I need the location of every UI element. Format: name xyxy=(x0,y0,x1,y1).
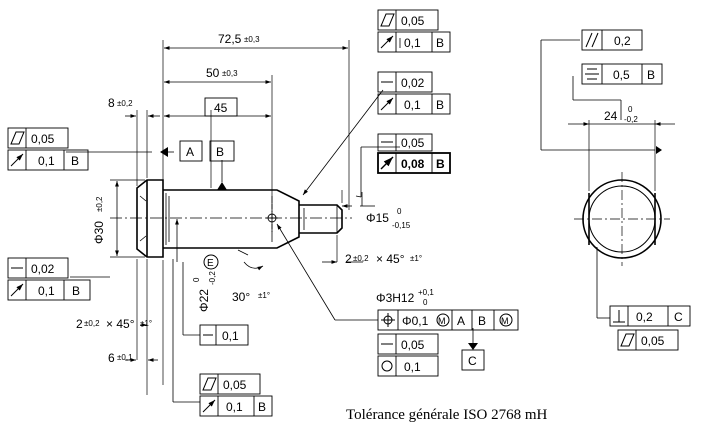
dim-dia-30: Φ30 xyxy=(92,221,106,244)
dim-chamfer-left: 2 xyxy=(76,317,83,331)
fcf-position-m1: M xyxy=(438,316,446,326)
cross-hole xyxy=(266,204,278,232)
fcf-bottom-runout-datum: B xyxy=(258,400,266,414)
fcf-bottom-straight-value: 0,1 xyxy=(222,329,239,343)
dim-dia-15-lower: -0,15 xyxy=(392,221,411,230)
fcf-left2-straight-value: 0,02 xyxy=(31,262,55,276)
fcf-mid-runout-value: 0,1 xyxy=(404,98,421,112)
dim-chamfer-right-tol: ±0,2 xyxy=(353,254,369,263)
leader-lines xyxy=(66,38,474,403)
dim-45-basic: 45 xyxy=(214,101,228,115)
datum-c-label: C xyxy=(468,354,477,368)
fcf-left2-runout-value: 0,1 xyxy=(38,284,55,298)
dim-dia-22-upper: 0 xyxy=(192,277,201,282)
dim-6: 6 xyxy=(108,351,115,365)
fcf-top-runout-datum: B xyxy=(436,36,444,50)
dim-angle-30-tol: ±1° xyxy=(258,291,270,300)
dim-8: 8 xyxy=(108,96,115,110)
dim-dia-30-tol: ±0,2 xyxy=(95,196,104,212)
fcf-mid-runout-datum: B xyxy=(436,98,444,112)
fcf-end-flat-value: 0,05 xyxy=(641,334,665,348)
fcf-top-runout-value: 0,1 xyxy=(404,36,421,50)
extension-lines xyxy=(110,40,350,395)
fcf-symmetry-datum: B xyxy=(647,68,655,82)
dim-24-upper: 0 xyxy=(628,105,633,114)
fcf-parallel-value: 0,2 xyxy=(614,34,631,48)
dim-dia-15-upper: 0 xyxy=(397,207,402,216)
fcf-position-datum-b: B xyxy=(478,314,486,328)
fcf-top-flat-value: 0,05 xyxy=(401,14,425,28)
fcf-position-datum-a: A xyxy=(457,314,465,328)
dim-chamfer-right: 2 xyxy=(345,252,352,266)
fcf-left-runout-value: 0,1 xyxy=(38,154,55,168)
fcf-straight-value: 0,02 xyxy=(401,76,425,90)
dim-50-tol: ±0,3 xyxy=(222,69,238,78)
dim-chamfer-left-angle-tol: ±1° xyxy=(140,319,152,328)
fcf-hole-straight-value: 0,05 xyxy=(401,338,425,352)
fcf-perp-datum: C xyxy=(674,310,683,324)
fcf-perp-value: 0,2 xyxy=(636,310,653,324)
fcf-hole-circ-value: 0,1 xyxy=(404,360,421,374)
fcf-bottom-flat-value: 0,05 xyxy=(223,378,247,392)
dimension-lines xyxy=(115,46,375,362)
datum-triangles xyxy=(160,147,478,350)
dim-24: 24 xyxy=(604,109,618,123)
datum-b-label: B xyxy=(216,145,224,159)
envelope-e: E xyxy=(207,258,214,269)
fcf-left2-runout-datum: B xyxy=(72,284,80,298)
dim-chamfer-right-angle: × 45° xyxy=(376,252,405,266)
fcf-bottom-runout-value: 0,1 xyxy=(226,400,243,414)
fcf-straight2-value: 0,05 xyxy=(401,136,425,150)
dim-50: 50 xyxy=(206,66,220,80)
fcf-position-m2: M xyxy=(501,316,509,326)
fcf-runout-008-datum: B xyxy=(436,157,445,171)
part-outline xyxy=(136,179,343,258)
fcf-left-flat-value: 0,05 xyxy=(31,132,55,146)
part-hidden-details xyxy=(139,193,338,245)
general-tolerance-note: Tolérance générale ISO 2768 mH xyxy=(346,407,548,423)
dim-dia-22: Φ22 xyxy=(197,289,211,312)
fcf-symmetry-value: 0,5 xyxy=(613,68,630,82)
fcf-left-runout-datum: B xyxy=(71,154,79,168)
dim-chamfer-left-angle: × 45° xyxy=(106,317,135,331)
end-view xyxy=(540,39,675,319)
gdt-symbols xyxy=(10,13,635,413)
fcf-runout-008-value: 0,08 xyxy=(401,157,425,171)
dim-dia-15: Φ15 xyxy=(366,211,389,225)
dim-chamfer-left-tol: ±0,2 xyxy=(84,319,100,328)
dim-72-5: 72,5 xyxy=(218,32,242,46)
dim-dia-22-lower: -0,2 xyxy=(208,271,217,285)
datum-a-label: A xyxy=(186,145,194,159)
fcf-position-value: Φ0,1 xyxy=(402,314,429,328)
dim-8-tol: ±0,2 xyxy=(117,99,133,108)
dim-chamfer-right-angle-tol: ±1° xyxy=(410,254,422,263)
hole-upper: +0,1 xyxy=(418,288,434,297)
dim-6-tol: ±0,1 xyxy=(117,353,133,362)
dim-24-lower: -0,2 xyxy=(624,115,638,124)
fcf-frames xyxy=(7,9,691,417)
hole-lower: 0 xyxy=(423,298,428,307)
hole-callout: Φ3H12 xyxy=(376,291,415,305)
dim-72-5-tol: ±0,3 xyxy=(244,35,260,44)
dim-angle-30: 30° xyxy=(232,290,250,304)
